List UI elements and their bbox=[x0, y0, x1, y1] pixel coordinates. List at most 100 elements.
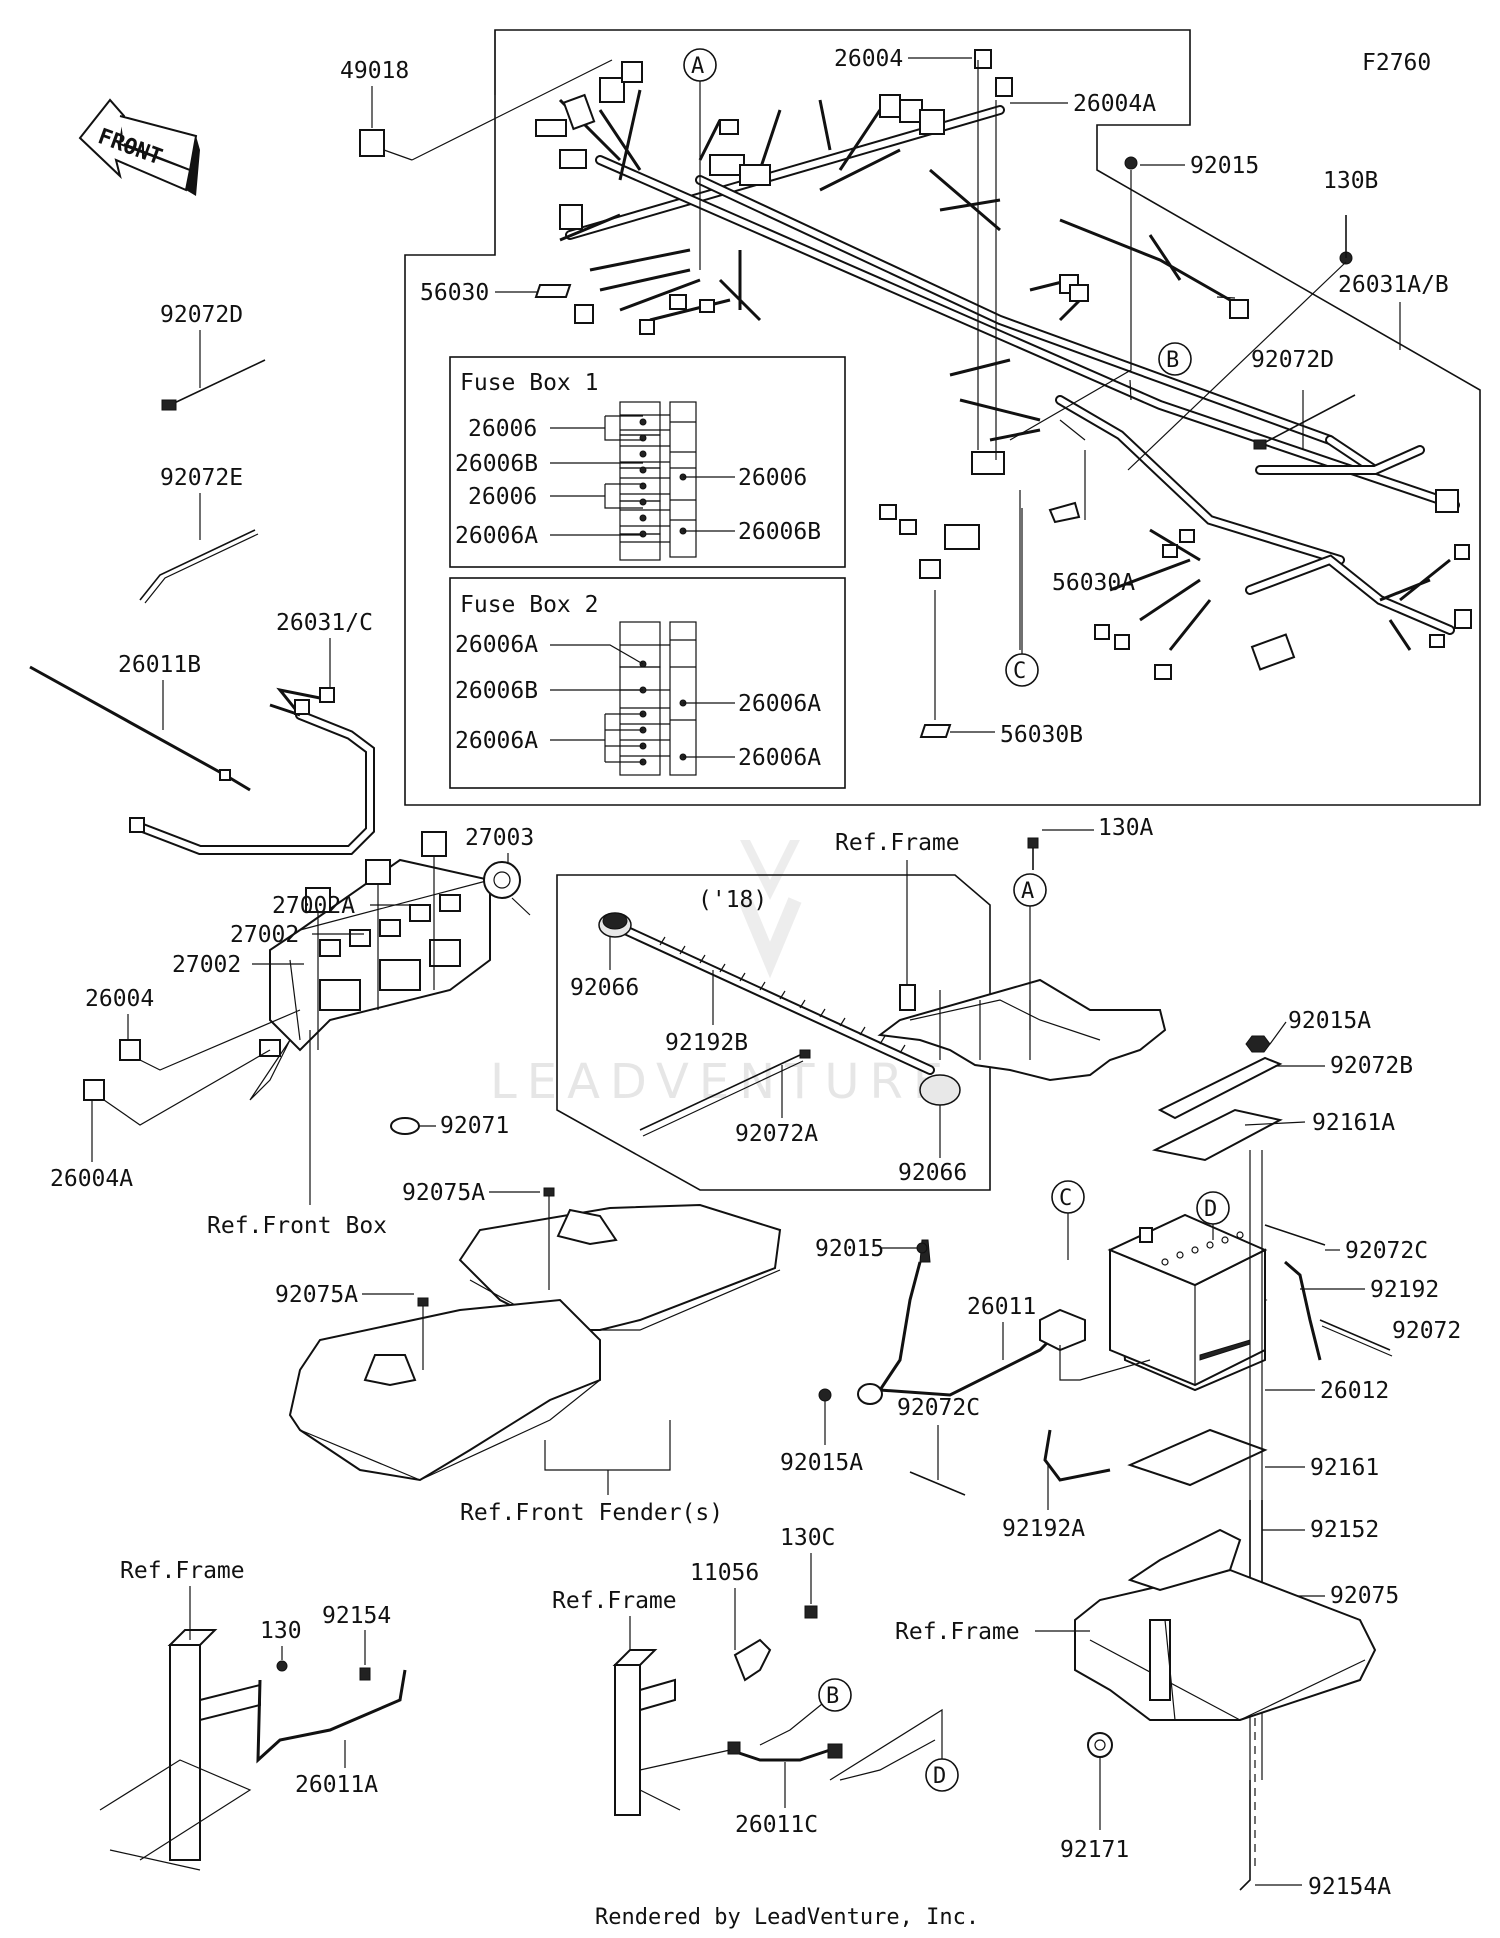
svg-text:C: C bbox=[1059, 1186, 1072, 1211]
label-26011: 26011 bbox=[967, 1294, 1036, 1320]
label-26004a-top: 26004A bbox=[1073, 91, 1156, 117]
label-26012: 26012 bbox=[1320, 1378, 1389, 1404]
label-92066-lower: 92066 bbox=[898, 1160, 967, 1186]
label-92072b: 92072B bbox=[1330, 1053, 1413, 1079]
label-92192: 92192 bbox=[1370, 1277, 1439, 1303]
label-92154: 92154 bbox=[322, 1603, 391, 1629]
footer-credit: Rendered by LeadVenture, Inc. bbox=[595, 1905, 979, 1930]
front-arrow-icon: FRONT bbox=[78, 98, 200, 196]
label-92075: 92075 bbox=[1330, 1583, 1399, 1609]
label-27002-lower: 27002 bbox=[172, 952, 241, 978]
hold-down-92072b-icon bbox=[1157, 1056, 1283, 1120]
label-92072d-top: 92072D bbox=[1251, 347, 1334, 373]
bolt-130a-icon bbox=[1027, 837, 1039, 849]
cable-tie-92072e-icon bbox=[139, 529, 256, 601]
callout-a-frame: A bbox=[1013, 873, 1047, 907]
label-92171: 92171 bbox=[1060, 1837, 1129, 1863]
ref-frame-bottom-left: Ref.Frame bbox=[120, 1558, 245, 1584]
label-26004-top: 26004 bbox=[834, 46, 903, 72]
cable-26011b-icon bbox=[29, 665, 226, 777]
cable-26011 bbox=[857, 1239, 1151, 1405]
callout-b-bottom: B bbox=[818, 1678, 852, 1712]
svg-text:B: B bbox=[1166, 348, 1179, 373]
label-92072: 92072 bbox=[1392, 1318, 1461, 1344]
callout-b-top: B bbox=[1158, 342, 1192, 376]
fuse-box-1-title: Fuse Box 1 bbox=[460, 370, 598, 396]
label-56030b: 56030B bbox=[1000, 722, 1083, 748]
label-27002-upper: 27002 bbox=[230, 922, 299, 948]
fb1-left-3: 26006 bbox=[468, 484, 537, 510]
svg-text:D: D bbox=[933, 1764, 946, 1789]
year-18-panel: ('18) bbox=[556, 874, 991, 1191]
callout-c-top: C bbox=[1005, 653, 1039, 687]
label-26011b: 26011B bbox=[118, 652, 201, 678]
fb2-left-2: 26006B bbox=[455, 678, 538, 704]
rivet-92075a-lower-icon bbox=[417, 1297, 429, 1307]
fb2-left-1: 26006A bbox=[455, 632, 538, 658]
label-26031c: 26031/C bbox=[276, 610, 373, 636]
label-49018: 49018 bbox=[340, 58, 409, 84]
label-92152: 92152 bbox=[1310, 1517, 1379, 1543]
label-27003: 27003 bbox=[465, 825, 534, 851]
bolt-130c-icon bbox=[804, 1605, 818, 1619]
label-92072e: 92072E bbox=[160, 465, 243, 491]
label-92015-battery: 92015 bbox=[815, 1236, 884, 1262]
label-92075a-upper: 92075A bbox=[402, 1180, 485, 1206]
frame-bottom-left bbox=[99, 1629, 407, 1871]
label-92192b: 92192B bbox=[665, 1030, 748, 1056]
bolt-130-icon bbox=[276, 1660, 288, 1672]
frame-center-section bbox=[877, 837, 1167, 1082]
grommet-92066-lower-icon bbox=[919, 1074, 961, 1106]
front-box-assembly bbox=[83, 831, 521, 1135]
relay-26004a-front-icon bbox=[83, 1079, 105, 1101]
label-92071: 92071 bbox=[440, 1113, 509, 1139]
callout-d-bottom: D bbox=[925, 1758, 959, 1792]
label-92072c-right: 92072C bbox=[1345, 1238, 1428, 1264]
strap-92072-icon bbox=[1319, 1319, 1391, 1351]
label-92154a: 92154A bbox=[1308, 1874, 1391, 1900]
grommet-92171-icon bbox=[1087, 1732, 1113, 1758]
label-26031ab: 26031A/B bbox=[1338, 272, 1449, 298]
relay-26004-front-icon bbox=[119, 1039, 141, 1061]
label-26004-front: 26004 bbox=[85, 986, 154, 1012]
nut-92015a-top-icon bbox=[1245, 1035, 1271, 1053]
label-56030a: 56030A bbox=[1052, 570, 1135, 596]
nut-92015-icon bbox=[1124, 156, 1138, 170]
callout-a-top: A bbox=[683, 48, 717, 82]
label-11056: 11056 bbox=[690, 1560, 759, 1586]
battery-section bbox=[1043, 1035, 1393, 1891]
bracket-11056-icon bbox=[733, 1638, 772, 1682]
relay-26004a-icon bbox=[995, 77, 1013, 97]
connector-26031c-icon bbox=[319, 687, 335, 703]
label-92161a: 92161A bbox=[1312, 1110, 1395, 1136]
cable-tie-92072a-icon bbox=[639, 1054, 801, 1131]
label-92015-top: 92015 bbox=[1190, 153, 1259, 179]
pad-92161a-icon bbox=[1151, 1108, 1283, 1162]
svg-text:A: A bbox=[1021, 879, 1034, 904]
svg-text:B: B bbox=[826, 1684, 839, 1709]
battery-tray-frame bbox=[1074, 1528, 1377, 1758]
label-130c: 130C bbox=[780, 1525, 835, 1551]
label-92066-upper: 92066 bbox=[570, 975, 639, 1001]
label-56030: 56030 bbox=[420, 280, 489, 306]
rivet-92075a-upper-icon bbox=[543, 1187, 555, 1197]
fb1-right-2: 26006B bbox=[738, 519, 821, 545]
relay-27002a-icon bbox=[421, 831, 447, 857]
fb1-right-1: 26006 bbox=[738, 465, 807, 491]
svg-text:A: A bbox=[691, 54, 704, 79]
cable-tie-92072d-left-icon bbox=[169, 359, 266, 406]
relay-26004-icon bbox=[974, 49, 992, 69]
tag-56030a-icon bbox=[1048, 501, 1081, 524]
fuse-box-2-panel: Fuse Box 2 26006A 26006B 26006A 26006A 2… bbox=[449, 577, 846, 789]
label-92161: 92161 bbox=[1310, 1455, 1379, 1481]
nut-92015-battery-icon bbox=[916, 1242, 928, 1254]
label-26004a-front: 26004A bbox=[50, 1166, 133, 1192]
front-fenders bbox=[288, 1187, 782, 1482]
connector-27003-icon bbox=[483, 861, 521, 899]
fb1-left-4: 26006A bbox=[455, 523, 538, 549]
fuse-box-2-title: Fuse Box 2 bbox=[460, 592, 598, 618]
relay-27002-lower-icon bbox=[305, 887, 331, 913]
watermark-text: LEADVENTURE bbox=[490, 1054, 953, 1110]
callout-c-battery: C bbox=[1051, 1180, 1085, 1214]
tag-56030-icon bbox=[534, 284, 572, 298]
